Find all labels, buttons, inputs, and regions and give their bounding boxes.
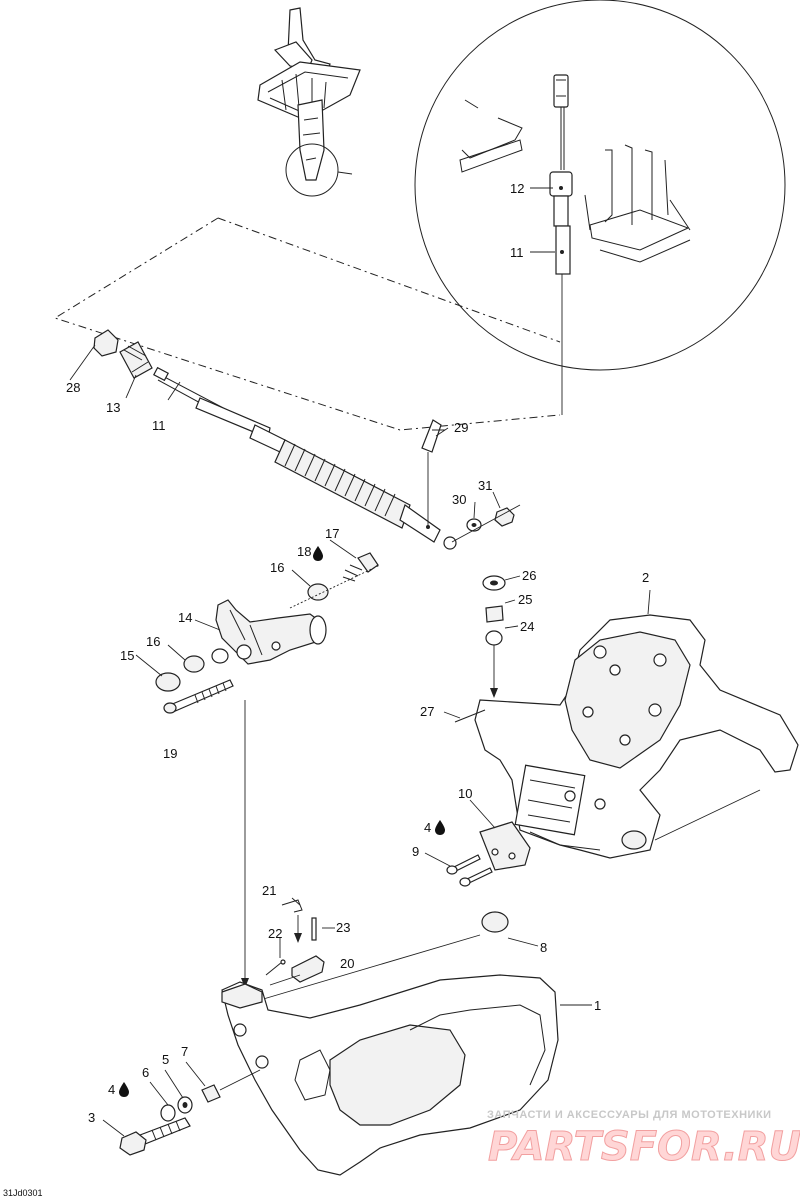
callout-6: 6 — [142, 1065, 149, 1080]
throttle-cable — [69, 329, 521, 550]
detail-circle — [414, 0, 786, 415]
diagram-code: 31Jd0301 — [3, 1188, 43, 1198]
callout-11-detail: 11 — [510, 245, 524, 260]
callout-26: 26 — [522, 568, 536, 583]
cam-lever-assembly — [155, 552, 381, 988]
callout-3: 3 — [88, 1110, 95, 1125]
callout-14: 14 — [178, 610, 192, 625]
watermark-tagline: ЗАПЧАСТИ И АКСЕССУАРЫ ДЛЯ МОТОТЕХНИКИ — [487, 1109, 772, 1121]
detail-link-outline — [53, 217, 561, 431]
drop-icon — [119, 546, 445, 1097]
callout-8: 8 — [540, 940, 547, 955]
mounting-bracket — [259, 575, 799, 1001]
callout-22: 22 — [268, 926, 282, 941]
callout-9: 9 — [412, 844, 419, 859]
callout-1: 1 — [594, 998, 601, 1013]
callout-19: 19 — [163, 746, 177, 761]
handle-housing — [119, 899, 559, 1176]
callout-5: 5 — [162, 1052, 169, 1067]
callout-4-b: 4 — [424, 820, 431, 835]
callout-18: 18 — [297, 544, 311, 559]
watermark-brand: PARTSFOR.RU — [488, 1124, 800, 1170]
callout-12: 12 — [510, 181, 524, 196]
callout-28: 28 — [66, 380, 80, 395]
callouts: 1 2 3 4 5 6 7 8 9 4 10 11 12 28 13 11 29… — [66, 181, 649, 1125]
callout-24: 24 — [520, 619, 534, 634]
callout-27: 27 — [420, 704, 434, 719]
callout-20: 20 — [340, 956, 354, 971]
leader-lines — [102, 374, 651, 1137]
callout-30: 30 — [452, 492, 466, 507]
callout-4: 4 — [108, 1082, 115, 1097]
callout-10: 10 — [458, 786, 472, 801]
callout-13: 13 — [106, 400, 120, 415]
callout-7: 7 — [181, 1044, 188, 1059]
callout-16: 16 — [270, 560, 284, 575]
throttle-lever-assembly — [257, 7, 361, 197]
watermark: ЗАПЧАСТИ И АКСЕССУАРЫ ДЛЯ МОТОТЕХНИКИ PA… — [487, 1109, 800, 1171]
callout-2: 2 — [642, 570, 649, 585]
callout-23: 23 — [336, 920, 350, 935]
callout-17: 17 — [325, 526, 339, 541]
callout-29: 29 — [454, 420, 468, 435]
callout-25: 25 — [518, 592, 532, 607]
callout-15: 15 — [120, 648, 134, 663]
callout-31: 31 — [478, 478, 492, 493]
callout-11: 11 — [152, 418, 166, 433]
callout-16-b: 16 — [146, 634, 160, 649]
callout-21: 21 — [262, 883, 276, 898]
